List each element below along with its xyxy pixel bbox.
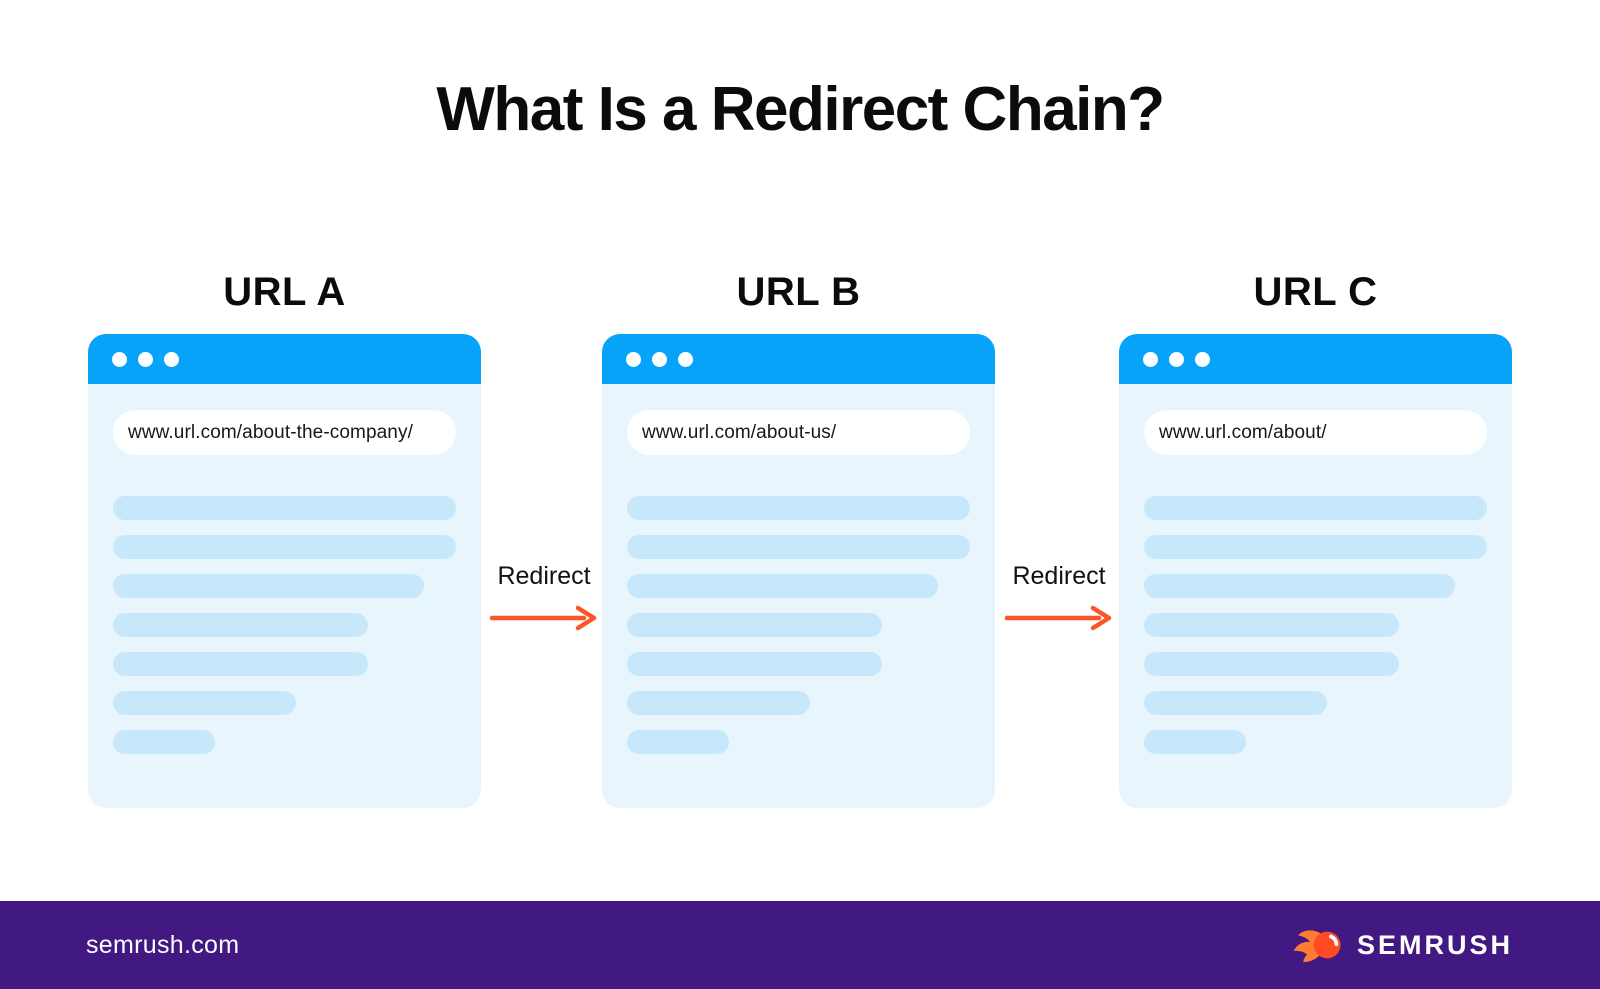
browser-chrome: www.url.com/about-us/ (602, 334, 995, 808)
browser-titlebar (88, 334, 481, 384)
placeholder-line (627, 691, 811, 715)
placeholder-line (113, 535, 456, 559)
placeholder-line (627, 496, 970, 520)
content-placeholder (113, 496, 456, 754)
address-bar: www.url.com/about-us/ (627, 410, 970, 455)
placeholder-line (1144, 496, 1487, 520)
placeholder-line (1144, 652, 1399, 676)
right-arrow-icon (1004, 605, 1112, 631)
placeholder-line (1144, 535, 1487, 559)
address-bar-url: www.url.com/about/ (1159, 421, 1327, 443)
browser-chrome: www.url.com/about/ (1119, 334, 1512, 808)
placeholder-line (1144, 691, 1328, 715)
content-placeholder (627, 496, 970, 754)
window-dot-icon (164, 351, 179, 367)
window-dot-icon (1195, 351, 1210, 367)
content-placeholder (1144, 496, 1487, 754)
placeholder-line (113, 652, 368, 676)
browser-page: www.url.com/about-the-company/ (88, 384, 481, 808)
redirect-connector-a-b: Redirect (488, 558, 600, 632)
window-dot-icon (138, 351, 153, 367)
semrush-wordmark: SEMRUSH (1356, 929, 1513, 960)
address-bar: www.url.com/about/ (1144, 410, 1487, 455)
placeholder-line (113, 730, 215, 754)
browser-window-url-a: URL A www.url.com/about-the-company/ (88, 260, 481, 808)
placeholder-line (627, 730, 729, 754)
browser-chrome: www.url.com/about-the-company/ (88, 334, 481, 808)
placeholder-line (1144, 730, 1246, 754)
browser-page: www.url.com/about/ (1119, 384, 1512, 808)
url-b-label: URL B (736, 270, 861, 314)
browser-titlebar (1119, 334, 1512, 384)
redirect-connector-b-c: Redirect (1003, 558, 1115, 632)
placeholder-line (627, 535, 970, 559)
semrush-brand: SEMRUSH (1293, 926, 1513, 964)
placeholder-line (113, 574, 425, 598)
browser-window-url-c: URL C www.url.com/about/ (1119, 260, 1512, 808)
placeholder-line (1144, 574, 1456, 598)
window-dot-icon (112, 351, 127, 367)
window-dot-icon (652, 351, 667, 367)
placeholder-line (113, 613, 368, 637)
semrush-flame-icon (1293, 930, 1341, 963)
footer-bar: semrush.com SEMRUSH (0, 901, 1600, 989)
placeholder-line (113, 496, 456, 520)
redirect-label: Redirect (1012, 562, 1106, 590)
address-bar-url: www.url.com/about-the-company/ (128, 421, 413, 443)
window-dot-icon (678, 351, 693, 367)
browser-window-url-b: URL B www.url.com/about-us/ (602, 260, 995, 808)
browser-page: www.url.com/about-us/ (602, 384, 995, 808)
browser-titlebar (602, 334, 995, 384)
page-title: What Is a Redirect Chain? (436, 75, 1165, 144)
window-dot-icon (1143, 351, 1158, 367)
placeholder-line (627, 652, 882, 676)
window-dot-icon (626, 351, 641, 367)
placeholder-line (627, 574, 939, 598)
footer-site-url: semrush.com (86, 930, 240, 959)
window-dot-icon (1169, 351, 1184, 367)
placeholder-line (1144, 613, 1399, 637)
address-bar: www.url.com/about-the-company/ (113, 410, 456, 455)
right-arrow-icon (489, 605, 597, 631)
address-bar-url: www.url.com/about-us/ (642, 421, 837, 443)
placeholder-line (627, 613, 882, 637)
url-c-label: URL C (1253, 270, 1378, 314)
url-a-label: URL A (223, 270, 346, 314)
redirect-label: Redirect (497, 562, 591, 590)
placeholder-line (113, 691, 297, 715)
